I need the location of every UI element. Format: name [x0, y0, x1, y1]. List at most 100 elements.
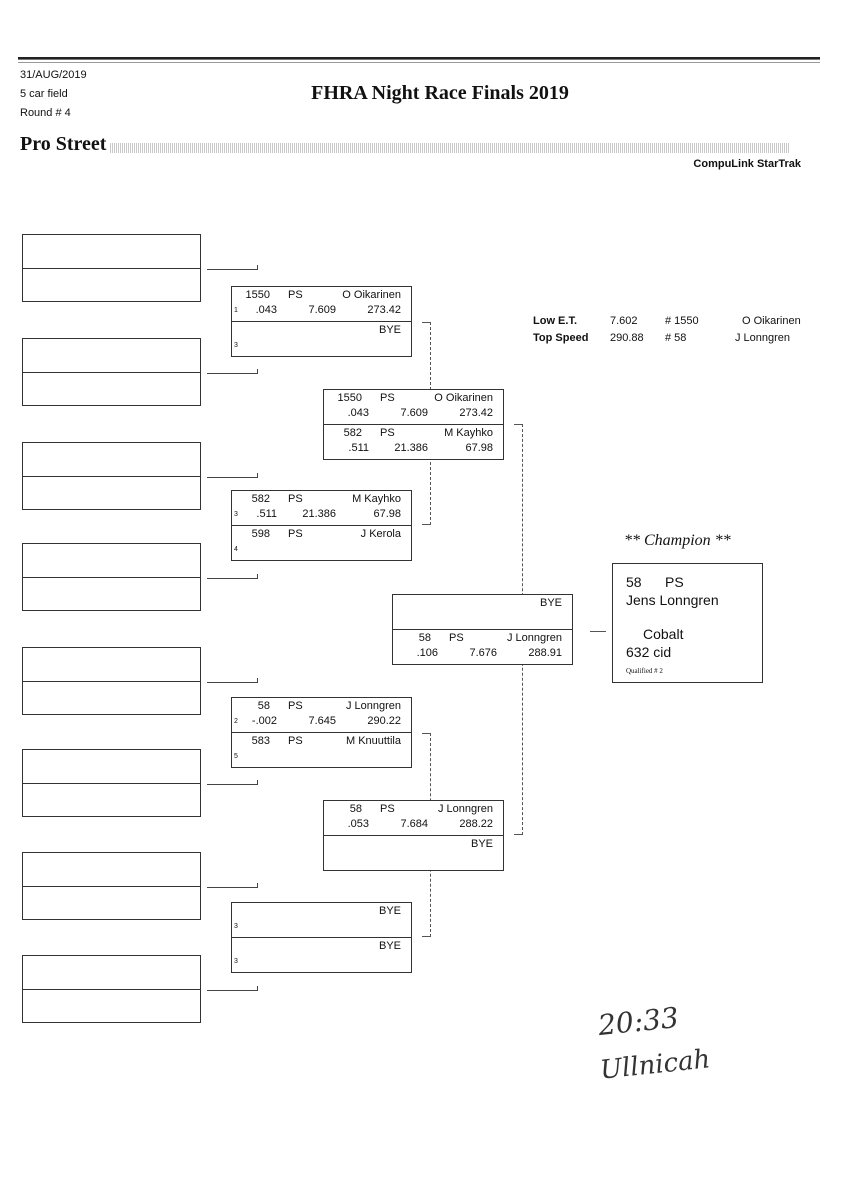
slot-divider — [23, 989, 200, 990]
lane-name: M Knuuttila — [345, 735, 401, 747]
round-number: Round # 4 — [20, 107, 71, 119]
lane-rt: .511 — [348, 442, 369, 454]
low-et-name: O Oikarinen — [742, 315, 801, 327]
top-speed-name: J Lonngren — [735, 332, 791, 344]
lane-car: 58 — [418, 632, 431, 644]
top-speed-row: Top Speed 290.88 # 58 J Lonngren — [533, 330, 823, 347]
lane-car: 58 — [349, 803, 362, 815]
lane-car: 582 — [343, 427, 362, 439]
lane-cls: PS — [449, 632, 464, 644]
bracket-connector — [207, 678, 258, 683]
lane-name: BYE — [539, 597, 562, 609]
handwritten-signature: Ullnicah — [598, 1044, 712, 1086]
lane-cls: PS — [288, 528, 303, 540]
slot-divider — [23, 476, 200, 477]
lane-row: BYE — [393, 595, 572, 629]
lane-seed: 1 — [234, 307, 238, 314]
lane-cls: PS — [288, 700, 303, 712]
lane-cls: PS — [380, 427, 395, 439]
lane-seed: 3 — [234, 511, 238, 518]
lane-mph: 67.98 — [373, 508, 401, 520]
champion-make: Cobalt — [643, 626, 684, 642]
empty-slot-box — [22, 647, 201, 715]
event-date: 31/AUG/2019 — [20, 69, 87, 81]
lane-seed: 3 — [234, 342, 238, 349]
lane-et: 21.386 — [302, 508, 336, 520]
top-rule-thin — [18, 62, 820, 63]
lane-name: J Lonngren — [345, 700, 401, 712]
champion-class: PS — [665, 574, 684, 590]
bracket-connector — [207, 265, 258, 270]
lane-et: 7.645 — [308, 715, 336, 727]
lane-seed: 5 — [234, 753, 238, 760]
class-title: Pro Street — [20, 133, 107, 155]
slot-divider — [23, 268, 200, 269]
lane-rt: .043 — [255, 304, 277, 316]
lane-name: M Kayhko — [352, 493, 401, 505]
top-rule — [18, 57, 820, 60]
low-et-value: 7.602 — [610, 315, 638, 327]
bracket-connector — [207, 986, 258, 991]
lane-car: 1550 — [245, 289, 270, 301]
lane-rt: .511 — [256, 508, 277, 520]
lane-rt: .053 — [347, 818, 369, 830]
bracket-connector — [207, 369, 258, 374]
lane-row: BYE 3 — [232, 903, 411, 937]
lane-seed: 3 — [234, 923, 238, 930]
lane-mph: 67.98 — [465, 442, 493, 454]
lane-mph: 273.42 — [367, 304, 401, 316]
lane-car: 58 — [257, 700, 270, 712]
lane-et: 7.609 — [308, 304, 336, 316]
lane-row: BYE — [324, 835, 503, 870]
lane-name: O Oikarinen — [342, 289, 401, 301]
lane-et: 21.386 — [394, 442, 428, 454]
lane-name: O Oikarinen — [434, 392, 493, 404]
low-et-car: # 1550 — [665, 315, 699, 327]
lane-cls: PS — [288, 289, 303, 301]
lane-rt: .106 — [416, 647, 438, 659]
lane-rt: .043 — [347, 407, 369, 419]
lane-seed: 4 — [234, 546, 238, 553]
lane-cls: PS — [288, 735, 303, 747]
lane-seed: 3 — [234, 958, 238, 965]
lane-row: BYE 3 — [232, 937, 411, 972]
top-speed-car: # 58 — [665, 332, 687, 344]
lane-name: BYE — [378, 905, 401, 917]
empty-slot-box — [22, 442, 201, 510]
bracket-connector — [207, 780, 258, 785]
empty-slot-box — [22, 543, 201, 611]
top-speed-value: 290.88 — [610, 332, 644, 344]
bracket-connector — [207, 473, 258, 478]
slot-divider — [23, 886, 200, 887]
champion-qualified: Qualified # 2 — [626, 667, 663, 675]
lane-car: 598 — [251, 528, 270, 540]
lane-cls: PS — [288, 493, 303, 505]
empty-slot-box — [22, 955, 201, 1023]
page-title: FHRA Night Race Finals 2019 — [311, 82, 569, 104]
top-speed-label: Top Speed — [533, 332, 589, 344]
lane-et: 7.676 — [469, 647, 497, 659]
vendor-label: CompuLink StarTrak — [693, 158, 801, 170]
empty-slot-box — [22, 234, 201, 302]
low-et-label: Low E.T. — [533, 315, 577, 327]
lane-mph: 288.22 — [459, 818, 493, 830]
lane-cls: PS — [380, 803, 395, 815]
lane-cls: PS — [380, 392, 395, 404]
lane-rt: -.002 — [251, 715, 277, 727]
slot-divider — [23, 783, 200, 784]
lane-name: BYE — [378, 940, 401, 952]
champion-box: 58 PS Jens Lonngren Cobalt 632 cid Quali… — [612, 563, 763, 683]
